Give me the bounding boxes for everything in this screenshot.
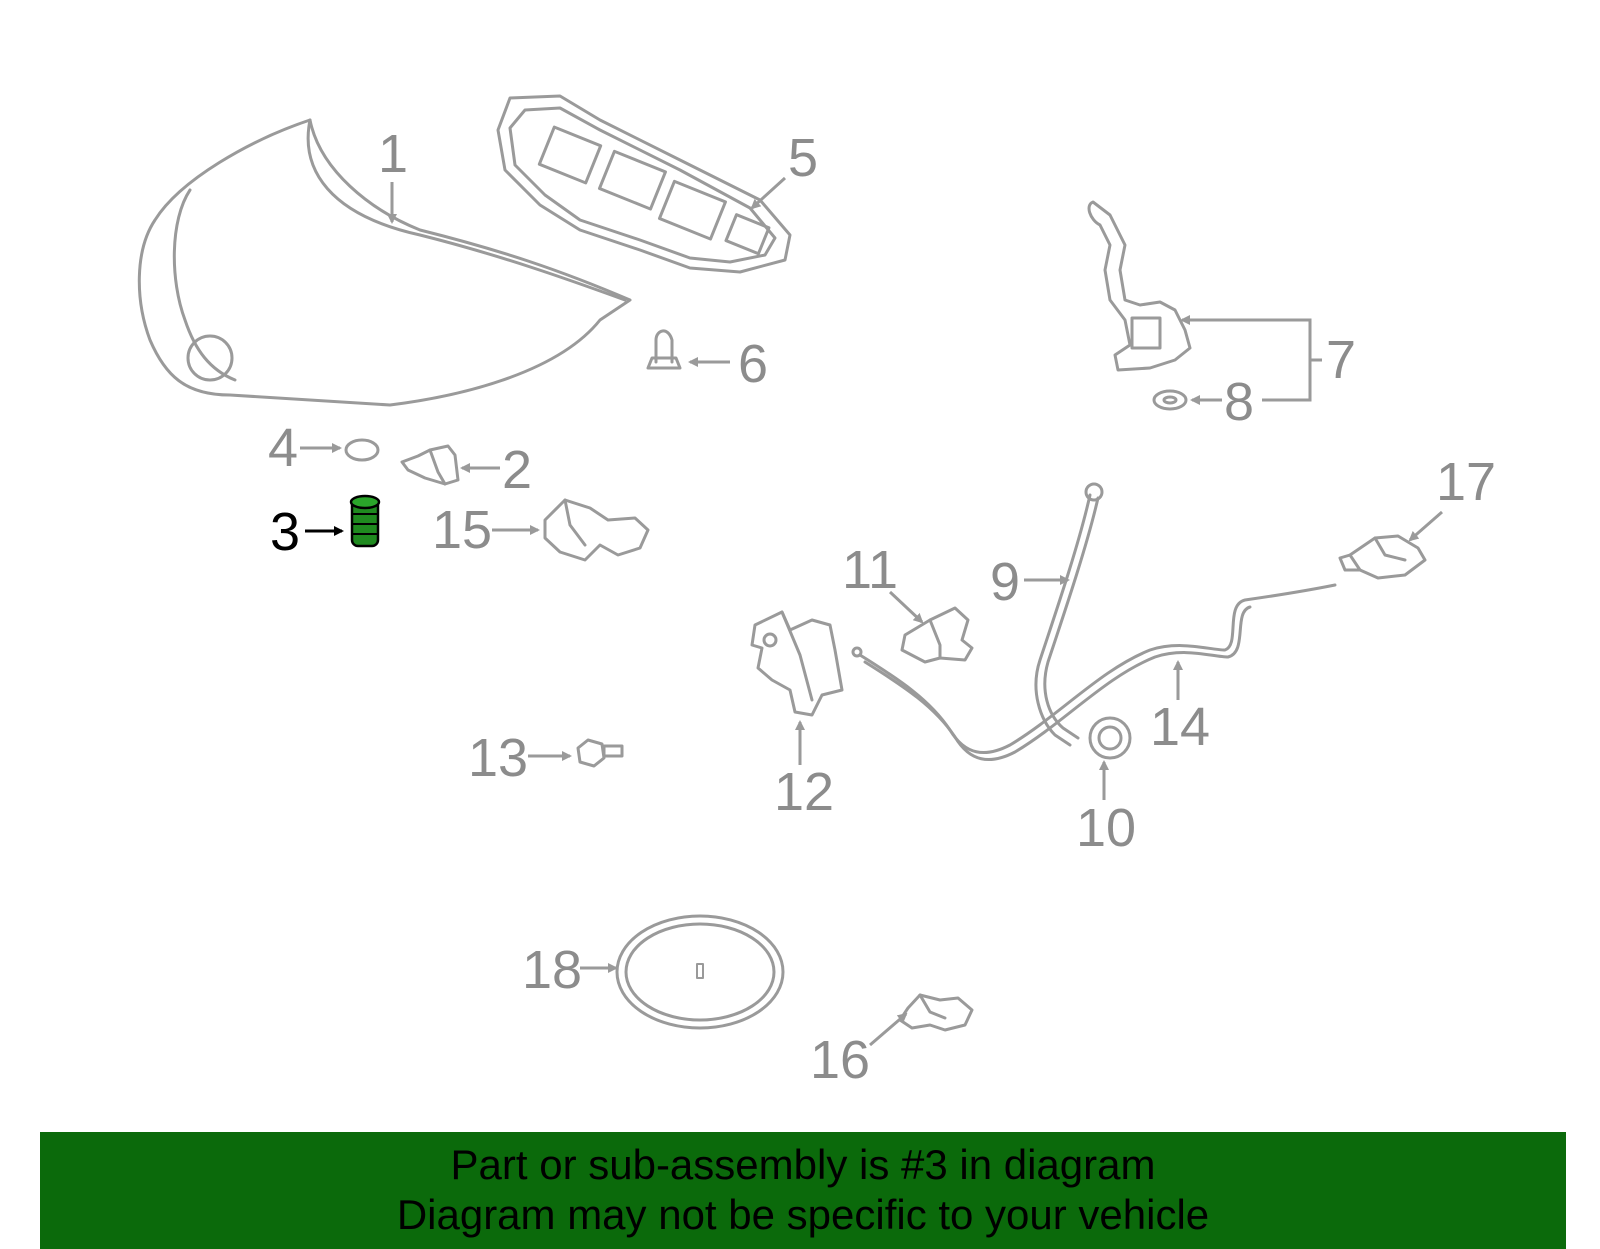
callout-15[interactable]: 15 [432, 500, 540, 560]
callout-label-4: 4 [268, 418, 298, 478]
callout-label-1: 1 [378, 124, 408, 184]
callout-4[interactable]: 4 [268, 418, 342, 478]
bolt-part[interactable] [576, 738, 624, 768]
clip-part[interactable] [646, 329, 682, 370]
callout-3[interactable]: 3 [270, 502, 344, 562]
callout-label-17: 17 [1436, 452, 1496, 512]
callout-12[interactable]: 12 [774, 720, 834, 822]
banner-line-2: Diagram may not be specific to your vehi… [396, 1191, 1210, 1238]
callout-17[interactable]: 17 [1408, 452, 1496, 542]
bracket-part-2[interactable] [400, 444, 460, 486]
bracket-part-15[interactable] [543, 498, 650, 562]
grommet-part[interactable] [1088, 716, 1132, 760]
callout-label-11: 11 [842, 540, 898, 600]
bracket-part-16[interactable] [898, 993, 974, 1032]
callout-9[interactable]: 9 [990, 552, 1070, 612]
callout-label-10: 10 [1076, 798, 1136, 858]
hood-part[interactable] [137, 118, 632, 407]
ring-part[interactable] [344, 438, 380, 462]
callout-label-5: 5 [788, 128, 818, 188]
callout-5[interactable]: 5 [750, 128, 818, 210]
callout-7[interactable]: 7 [1180, 315, 1356, 390]
callout-label-18: 18 [522, 940, 582, 1000]
callout-label-7: 7 [1326, 330, 1356, 390]
emblem-part[interactable] [615, 914, 785, 1030]
info-banner: Part or sub-assembly is #3 in diagram Di… [40, 1132, 1566, 1249]
cushion-part-highlighted[interactable] [349, 494, 381, 548]
bracket-7-8 [1185, 318, 1322, 402]
hood-latch-part[interactable] [750, 610, 844, 717]
callout-label-16: 16 [810, 1030, 870, 1090]
release-handle-part[interactable] [1338, 534, 1427, 580]
callout-10[interactable]: 10 [1076, 760, 1136, 858]
leader-arrow-5 [750, 176, 787, 210]
callout-13[interactable]: 13 [468, 728, 572, 788]
callout-label-2: 2 [502, 440, 532, 500]
callout-label-12: 12 [774, 762, 834, 822]
callout-label-9: 9 [990, 552, 1020, 612]
callout-2[interactable]: 2 [460, 440, 532, 500]
hood-hinge-part[interactable] [1087, 200, 1192, 372]
callout-label-14: 14 [1150, 697, 1210, 757]
callout-16[interactable]: 16 [810, 1012, 908, 1090]
leader-arrow-11 [888, 590, 924, 624]
banner-line-1: Part or sub-assembly is #3 in diagram [450, 1141, 1156, 1188]
callout-6[interactable]: 6 [688, 334, 768, 394]
callout-label-6: 6 [738, 334, 768, 394]
callout-14[interactable]: 14 [1150, 660, 1210, 757]
latch-bracket-part[interactable] [900, 606, 974, 664]
leader-arrow-17 [1408, 510, 1443, 542]
callout-1[interactable]: 1 [378, 124, 408, 224]
washer-part[interactable] [1152, 389, 1188, 411]
hood-insulator-part[interactable] [496, 94, 792, 274]
callout-8[interactable]: 8 [1190, 372, 1254, 432]
callout-11[interactable]: 11 [842, 540, 924, 624]
callout-label-13: 13 [468, 728, 528, 788]
release-cable-part[interactable] [851, 583, 1337, 761]
leader-arrow-16 [869, 1012, 908, 1047]
callout-18[interactable]: 18 [522, 940, 618, 1000]
callout-label-8: 8 [1224, 372, 1254, 432]
prop-rod-part[interactable] [1034, 482, 1104, 747]
callout-label-15: 15 [432, 500, 492, 560]
callout-label-3: 3 [270, 502, 300, 562]
